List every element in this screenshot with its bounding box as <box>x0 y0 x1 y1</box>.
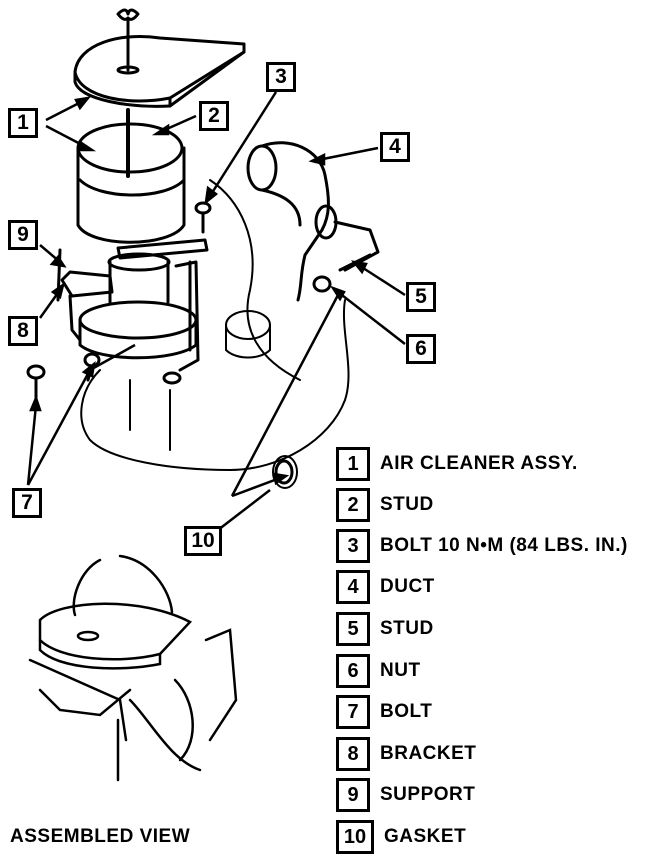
legend-number: 6 <box>336 654 370 688</box>
legend-label: NUT <box>380 660 421 681</box>
wing-nut <box>116 8 140 32</box>
legend-item: 9 SUPPORT <box>336 777 475 813</box>
legend-number: 9 <box>336 778 370 812</box>
gasket <box>274 459 294 485</box>
leader-lines <box>26 91 406 531</box>
callout-5: 5 <box>406 282 436 312</box>
nut <box>312 275 332 293</box>
legend-number: 4 <box>336 570 370 604</box>
assembled-view-caption: ASSEMBLED VIEW <box>10 826 191 847</box>
legend-number: 7 <box>336 695 370 729</box>
assembled-view <box>28 554 238 782</box>
legend-label: SUPPORT <box>380 784 476 805</box>
legend-item: 2 STUD <box>336 487 434 523</box>
legend-item: 1 AIR CLEANER ASSY. <box>336 446 578 482</box>
legend-label: BOLT <box>380 701 433 722</box>
callout-7: 7 <box>12 488 42 518</box>
legend-number: 10 <box>336 820 374 854</box>
air-cleaner-body <box>76 122 186 244</box>
callout-10: 10 <box>184 526 222 556</box>
legend-number: 2 <box>336 488 370 522</box>
callout-4: 4 <box>380 132 410 162</box>
legend-label: AIR CLEANER ASSY. <box>380 453 578 474</box>
legend-item: 8 BRACKET <box>336 736 476 772</box>
legend-number: 1 <box>336 447 370 481</box>
callout-8: 8 <box>8 316 38 346</box>
support <box>116 238 209 372</box>
legend-label: BOLT 10 N•M (84 LBS. IN.) <box>380 535 628 556</box>
legend-number: 5 <box>336 612 370 646</box>
callout-2: 2 <box>199 101 229 131</box>
legend-label: GASKET <box>384 826 467 847</box>
legend-number: 3 <box>336 529 370 563</box>
legend-item: 4 DUCT <box>336 569 435 605</box>
callout-9: 9 <box>8 220 38 250</box>
legend-label: BRACKET <box>380 743 477 764</box>
engine-outline <box>80 179 350 489</box>
legend-item: 5 STUD <box>336 611 434 647</box>
legend-label: STUD <box>380 618 434 639</box>
legend-item: 10 GASKET <box>336 819 466 855</box>
bolt-3 <box>194 201 212 234</box>
legend-item: 7 BOLT <box>336 694 432 730</box>
throttle-body <box>78 252 198 360</box>
legend-label: STUD <box>380 494 434 515</box>
legend-number: 8 <box>336 737 370 771</box>
callout-6: 6 <box>406 334 436 364</box>
legend-item: 3 BOLT 10 N•M (84 LBS. IN.) <box>336 528 628 564</box>
duct <box>246 141 380 302</box>
legend-item: 6 NUT <box>336 653 421 689</box>
callout-3: 3 <box>266 62 296 92</box>
callout-1: 1 <box>8 108 38 138</box>
legend-label: DUCT <box>380 576 435 597</box>
air-cleaner-lid <box>73 28 246 108</box>
